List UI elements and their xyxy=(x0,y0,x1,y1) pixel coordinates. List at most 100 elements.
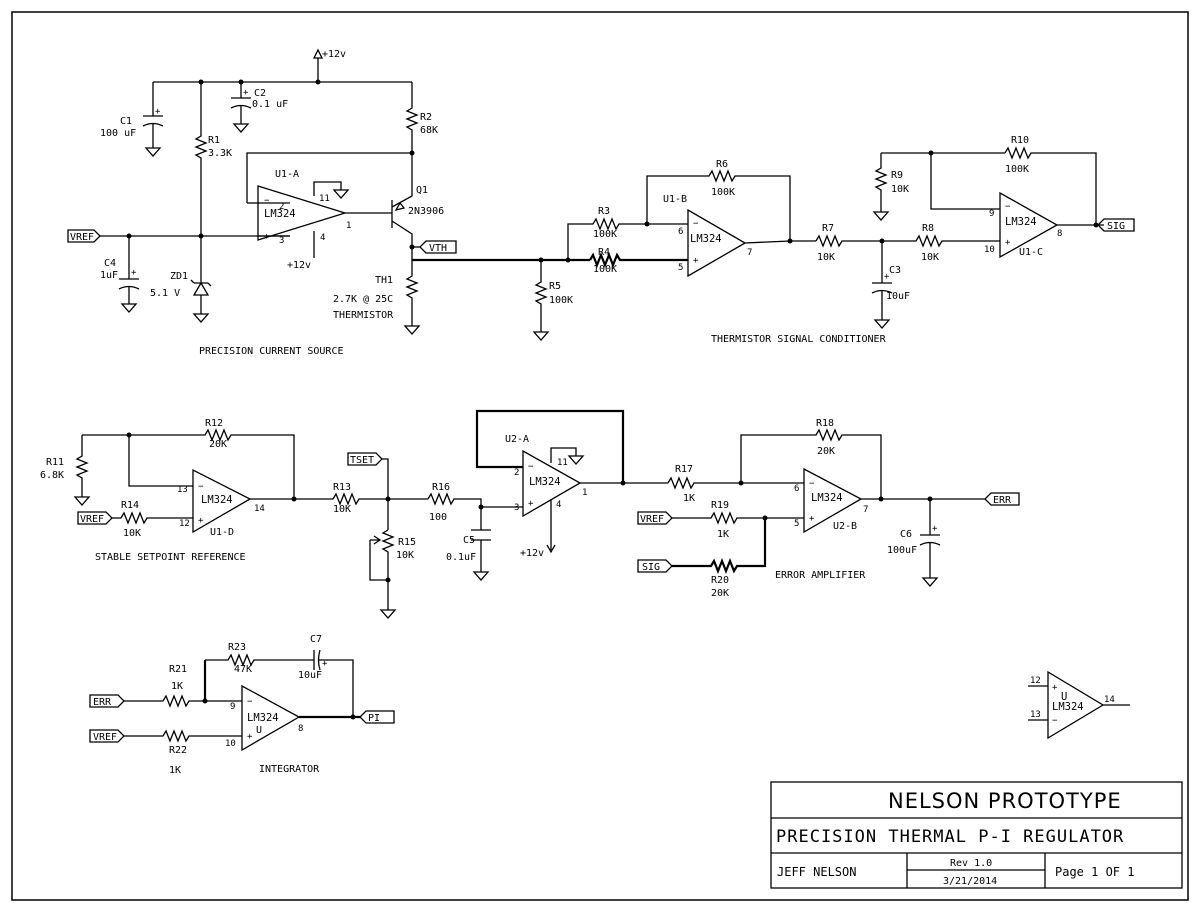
vref-port-label-4: VREF xyxy=(93,732,117,743)
svg-text:+: + xyxy=(198,516,204,526)
title-block: NELSON PROTOTYPE PRECISION THERMAL P-I R… xyxy=(770,781,1183,889)
svg-text:11: 11 xyxy=(557,458,568,468)
svg-text:−: − xyxy=(247,697,253,707)
r22-ref: R22 xyxy=(169,745,187,756)
r10-val: 100K xyxy=(1005,164,1029,175)
svg-text:−: − xyxy=(528,462,534,472)
r7-ref: R7 xyxy=(822,223,834,234)
svg-text:10: 10 xyxy=(225,739,236,749)
r11-ref: R11 xyxy=(46,457,64,468)
svg-text:8: 8 xyxy=(1057,229,1062,239)
vcc-label-u1a: +12v xyxy=(287,260,311,271)
svg-text:7: 7 xyxy=(747,248,752,258)
r12-ref: R12 xyxy=(205,418,223,429)
r13-val: 10K xyxy=(333,504,351,515)
r21-ref: R21 xyxy=(169,664,187,675)
vcc-label-u2a: +12v xyxy=(520,548,544,559)
u2a-part: LM324 xyxy=(529,476,561,488)
u1d-part: LM324 xyxy=(201,494,233,506)
svg-text:+: + xyxy=(809,514,815,524)
svg-text:10: 10 xyxy=(984,245,995,255)
u2b-part: LM324 xyxy=(811,492,843,504)
u1b-part: LM324 xyxy=(690,233,722,245)
svg-text:+: + xyxy=(322,659,328,669)
r19-val: 1K xyxy=(717,529,729,540)
r16-val: 100 xyxy=(429,512,447,523)
th1-val: 2.7K @ 25C xyxy=(333,294,393,305)
setpoint-section: R11 6.8K R12 20K LM324 U1-D − + 13 12 14… xyxy=(40,418,428,619)
c3-val: 10uF xyxy=(886,291,910,302)
r10-ref: R10 xyxy=(1011,135,1029,146)
svg-text:1: 1 xyxy=(582,488,587,498)
u2b-ref: U2-B xyxy=(833,521,857,532)
integrator-section: ERR R21 1K VREF R22 1K + R23 47K C7 10uF… xyxy=(89,634,395,776)
r20-val: 20K xyxy=(711,588,729,599)
err-port-label-1: ERR xyxy=(993,495,1012,506)
r2-ref: R2 xyxy=(420,112,432,123)
svg-text:14: 14 xyxy=(254,504,265,514)
zd1-ref: ZD1 xyxy=(170,271,188,282)
revision: Rev 1.0 xyxy=(950,858,992,869)
th1-type: THERMISTOR xyxy=(333,310,394,321)
r17-val: 1K xyxy=(683,493,695,504)
svg-text:+: + xyxy=(247,732,253,742)
c1-val: 100 uF xyxy=(100,128,136,139)
r17-ref: R17 xyxy=(675,464,693,475)
c4-ref: C4 xyxy=(104,258,116,269)
section-label-current-source: PRECISION CURRENT SOURCE xyxy=(199,346,344,357)
svg-text:11: 11 xyxy=(319,194,330,204)
r21-val: 1K xyxy=(171,681,183,692)
svg-text:+: + xyxy=(693,256,699,266)
svg-text:7: 7 xyxy=(863,505,868,515)
tset-port-label: TSET xyxy=(350,455,374,466)
svg-text:2: 2 xyxy=(279,202,284,212)
u1c-part: LM324 xyxy=(1005,216,1037,228)
spare-opamp-part: LM324 xyxy=(1052,701,1084,713)
r12-val: 20K xyxy=(209,439,227,450)
svg-text:−: − xyxy=(264,196,270,206)
svg-text:4: 4 xyxy=(556,500,561,510)
th1-ref: TH1 xyxy=(375,275,393,286)
svg-text:−: − xyxy=(1005,202,1011,212)
section-label-error-amp: ERROR AMPLIFIER xyxy=(775,570,866,581)
svg-text:6: 6 xyxy=(678,227,683,237)
r7-val: 10K xyxy=(817,252,835,263)
svg-text:−: − xyxy=(198,482,204,492)
r15-val: 10K xyxy=(396,550,414,561)
spare-opamp-ref: U xyxy=(1061,691,1067,703)
r2-val: 68K xyxy=(420,125,438,136)
svg-text:4: 4 xyxy=(320,233,325,243)
c3-ref: C3 xyxy=(889,265,901,276)
vth-port-label: VTH xyxy=(429,243,447,254)
current-source-section: +12v + C1 100 uF + C2 0.1 uF R1 3.3K + C… xyxy=(67,48,457,357)
svg-text:2: 2 xyxy=(514,468,519,478)
buffer-section: R16 100 C5 0.1uF LM324 U2-A − + 2 3 1 11… xyxy=(427,409,668,581)
svg-text:+: + xyxy=(131,268,137,278)
svg-text:+: + xyxy=(884,272,890,282)
drawing-title: PRECISION THERMAL P-I REGULATOR xyxy=(776,827,1124,847)
r6-ref: R6 xyxy=(716,159,728,170)
svg-text:+: + xyxy=(1005,238,1011,248)
spare-opamp: + − 12 13 14 U LM324 xyxy=(1028,670,1130,740)
r23-ref: R23 xyxy=(228,642,246,653)
r3-ref: R3 xyxy=(598,206,610,217)
section-label-setpoint: STABLE SETPOINT REFERENCE xyxy=(95,552,246,563)
q1-ref: Q1 xyxy=(416,185,428,196)
r9-ref: R9 xyxy=(891,170,903,181)
svg-text:+: + xyxy=(155,107,161,117)
sheet-border xyxy=(11,11,1189,901)
c6-val: 100uF xyxy=(887,545,917,556)
pi-port-label: PI xyxy=(368,713,380,724)
svg-text:+: + xyxy=(243,88,249,98)
svg-text:6: 6 xyxy=(794,484,799,494)
svg-text:5: 5 xyxy=(794,519,799,529)
u1a-ref: U1-A xyxy=(275,169,299,180)
svg-text:1: 1 xyxy=(346,221,351,231)
r19-ref: R19 xyxy=(711,500,729,511)
svg-text:+: + xyxy=(264,232,270,242)
r13-ref: R13 xyxy=(333,482,351,493)
page-number: Page 1 OF 1 xyxy=(1055,865,1134,879)
r23-val: 47K xyxy=(234,664,252,675)
svg-text:3: 3 xyxy=(279,236,284,246)
